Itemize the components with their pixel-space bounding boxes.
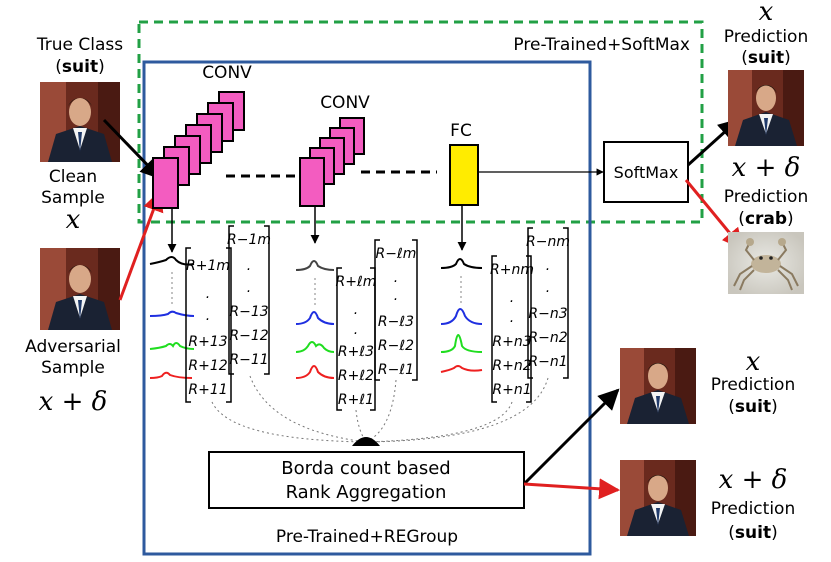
rank-cell: .: [206, 308, 210, 324]
rank-cell: R−ℓm: [376, 246, 417, 262]
softmax-clean-symbol: x: [759, 0, 774, 27]
softmax-box-label: SoftMax: [614, 163, 679, 182]
softmax-clean-class: (suit): [741, 48, 790, 68]
rank-cell: R−n1: [528, 354, 567, 370]
regroup-adv-caption: Prediction: [711, 499, 795, 519]
rank-cell: .: [546, 280, 550, 296]
layer-n-green-curve: [440, 334, 483, 353]
rank-cell: R+ℓ3: [338, 344, 374, 360]
true-class-caption: True Class: [36, 35, 123, 55]
rank-cell: R+ℓ2: [338, 368, 374, 384]
rank-cell: R−n3: [528, 306, 567, 322]
rank-cell: R+12: [188, 358, 227, 374]
conv2-label: CONV: [320, 93, 370, 113]
softmax-clean-caption: Prediction: [724, 27, 808, 47]
rank-cell: R+n3: [492, 334, 531, 350]
layer-n-black-curve: [440, 258, 483, 269]
rank-cell: R−1m: [227, 232, 271, 248]
softmax-clean-image: [728, 70, 804, 146]
rank-cell: R−12: [229, 328, 268, 344]
rank-cell: .: [510, 290, 514, 306]
rank-cell: R+nm: [490, 262, 534, 278]
regroup-clean-caption: Prediction: [711, 375, 795, 395]
rank-cell: R−ℓ1: [378, 362, 414, 378]
layer-l-curves: [295, 260, 335, 379]
adversarial-input-arrow: [118, 190, 164, 301]
rank-cell: R+ℓ1: [338, 392, 374, 408]
rank-cell: .: [206, 286, 210, 302]
rank-cell: R−13: [229, 304, 268, 320]
rank-cell: R+n2: [492, 358, 531, 374]
layer-l-blue-curve: [295, 311, 335, 325]
rank-cell: R+11: [188, 382, 227, 398]
rank-cell: R−ℓ3: [378, 314, 414, 330]
rank-cell: .: [247, 258, 251, 274]
adversarial-sample-caption-line2: Sample: [41, 358, 105, 378]
rank-cell: R+ℓm: [336, 274, 377, 290]
conv1-label: CONV: [202, 63, 252, 83]
regroup-clean-symbol: x: [746, 347, 761, 377]
adversarial-sample-image: [40, 248, 120, 330]
rank-cell: R−nm: [526, 234, 570, 250]
clean-sample-symbol: x: [66, 205, 81, 235]
clean-sample-caption-line1: Clean: [49, 167, 97, 187]
softmax-adv-symbol: x + δ: [732, 153, 801, 183]
regroup-adv-symbol: x + δ: [719, 465, 788, 495]
rank-cell: .: [510, 310, 514, 326]
fc-label: FC: [450, 121, 472, 141]
layer1-black-curve: [149, 256, 195, 266]
rank-cell: .: [354, 302, 358, 318]
softmax-region-label: Pre-Trained+SoftMax: [513, 35, 690, 55]
borda-aggregation-line2: Rank Aggregation: [286, 482, 447, 503]
layer-n-blue-curve: [440, 308, 483, 325]
rank-cell: .: [394, 270, 398, 286]
regroup-region-box: [142, 60, 592, 556]
rank-cell: R+13: [188, 334, 227, 350]
layer-n-red-curve: [440, 365, 483, 373]
rank-cell: R−11: [229, 352, 268, 368]
borda-aggregation-line1: Borda count based: [281, 458, 450, 479]
borda-aggregation-box: [208, 451, 525, 509]
fc-layer: [449, 144, 479, 206]
softmax-box: [603, 141, 689, 203]
rank-cell: R+n1: [492, 382, 531, 398]
layer1-blue-curve: [149, 310, 195, 317]
regroup-clean-image: [620, 348, 696, 424]
softmax-adv-caption: Prediction: [724, 187, 808, 207]
softmax-region-box: [137, 20, 704, 224]
softmax-adv-class: (crab): [738, 209, 793, 229]
true-class-name: (suit): [55, 57, 104, 77]
clean-input-arrow: [102, 118, 162, 180]
layer1-red-curve: [149, 371, 193, 379]
regroup-region-label: Pre-Trained+REGroup: [276, 527, 458, 547]
rank-cell: R+1m: [186, 258, 230, 274]
regroup-adv-class: (suit): [728, 523, 777, 543]
layer-l-red-curve: [295, 365, 335, 379]
layer-l-rank-vectors: R+ℓm . . R+ℓ3 R+ℓ2 R+ℓ1 R−ℓm . . R−ℓ3 R−…: [336, 239, 418, 411]
regroup-clean-class: (suit): [728, 397, 777, 417]
conv1-stack: [152, 91, 245, 209]
clean-sample-caption-line2: Sample: [41, 188, 105, 208]
adversarial-sample-caption-line1: Adversarial: [25, 337, 121, 357]
rank-cell: .: [394, 288, 398, 304]
rank-cell: .: [354, 322, 358, 338]
layer1-rank-vectors: R+1m . . R+13 R+12 R+11 R−1m . . R−13 R−…: [185, 225, 271, 403]
layer-n-rank-vectors: R+nm . . R+n3 R+n2 R+n1 R−nm . . R−n3 R−…: [490, 227, 570, 403]
regroup-adv-output-arrow: [523, 478, 621, 500]
conv2-stack: [299, 117, 365, 207]
regroup-adv-image: [620, 460, 696, 536]
layer1-green-curve: [149, 342, 195, 350]
rank-cell: .: [247, 280, 251, 296]
regroup-clean-output-arrow: [522, 388, 620, 486]
layer-n-curves: [440, 258, 483, 373]
layer-l-green-curve: [295, 341, 335, 353]
rank-cell: R−n2: [528, 330, 567, 346]
layer-l-black-curve: [295, 260, 335, 271]
crab-image: [728, 232, 804, 294]
aggregation-node: [352, 437, 380, 446]
adversarial-sample-symbol: x + δ: [39, 387, 108, 417]
rank-cell: .: [546, 258, 550, 274]
rank-cell: R−ℓ2: [378, 338, 414, 354]
